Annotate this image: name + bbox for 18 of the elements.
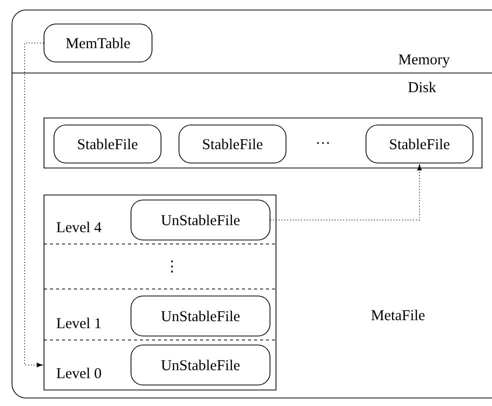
level-stack — [44, 194, 276, 390]
file-box: UnStableFile — [130, 296, 270, 336]
level-row: Level 4 — [56, 222, 102, 232]
file-box: UnStableFile — [130, 344, 270, 386]
level-row: Level 1 — [56, 318, 101, 328]
disk-label: Disk — [408, 82, 436, 92]
memory-label: Memory — [398, 54, 450, 68]
file-box: MemTable — [44, 24, 152, 62]
level-row: ⋮ — [171, 260, 173, 273]
level-row: Level 0 — [56, 368, 102, 378]
storage-frame — [12, 10, 492, 398]
file-box: StableFile — [54, 124, 162, 164]
metafile-label: MetaFile — [371, 310, 425, 320]
file-box: StableFile — [366, 124, 474, 164]
arrow — [24, 42, 44, 368]
file-box: UnStableFile — [130, 200, 270, 240]
file-box: StableFile — [178, 124, 286, 164]
arrow — [270, 164, 422, 220]
